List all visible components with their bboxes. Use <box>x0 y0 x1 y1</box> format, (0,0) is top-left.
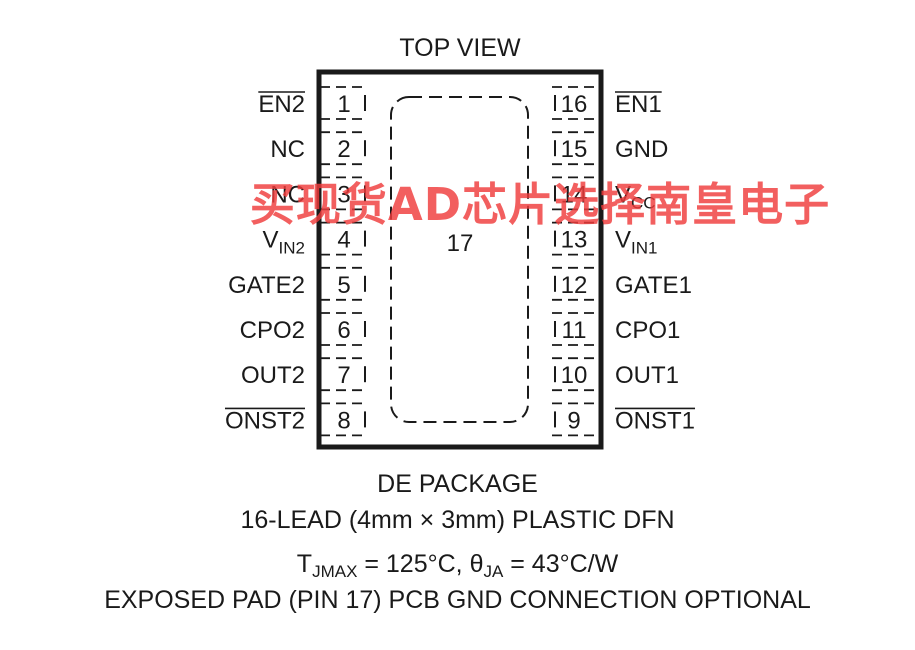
pin-number: 5 <box>337 272 350 299</box>
pin-number: 11 <box>562 317 587 344</box>
pin-name-main: NC <box>270 136 305 163</box>
pin-name: GND <box>615 136 668 163</box>
pin-number: 7 <box>337 362 350 389</box>
pin-name-main: ONST2 <box>225 407 305 434</box>
pin-name-subscript: CC <box>631 193 656 212</box>
pin-12: 12 GATE1 <box>552 266 692 301</box>
pin-name-main: OUT2 <box>241 362 305 389</box>
pin-name: GATE2 <box>228 272 305 299</box>
pin-2: 2 NC <box>270 131 368 166</box>
pin-name-main: EN2 <box>258 91 305 118</box>
thermal-spec: TJMAX = 125°C, θJA = 43°C/W <box>0 550 915 582</box>
pin-11: 11 CPO1 <box>552 312 680 346</box>
pin-number: 8 <box>337 407 350 434</box>
pin-number: 4 <box>337 227 350 254</box>
pin-name: EN1 <box>615 91 662 118</box>
pin-number: 14 <box>561 181 588 208</box>
pin-number: 6 <box>337 317 350 344</box>
exposed-pad-label: 17 <box>447 230 474 257</box>
pin-name: OUT2 <box>241 362 305 389</box>
tjmax-subscript: JMAX <box>312 562 358 581</box>
pin-14: 14 VCC <box>552 176 656 212</box>
pin-5: 5 GATE2 <box>228 266 368 301</box>
pin-name-main: CPO2 <box>240 317 305 344</box>
exposed-pad-outline <box>390 96 529 423</box>
pin-name-main: V <box>263 227 279 254</box>
theta-subscript: JA <box>483 562 504 581</box>
theta-value: = 43°C/W <box>503 550 619 578</box>
pin-4: 4 VIN2 <box>263 221 368 258</box>
pin-name: ONST1 <box>615 407 695 434</box>
pin-name-main: CPO1 <box>615 317 680 344</box>
pin-name: NC <box>270 181 305 208</box>
pin-name-main: V <box>615 181 631 208</box>
watermark-text: 买现货AD芯片选择南皇电子 <box>249 178 831 231</box>
pin-13: 13 VIN1 <box>552 221 657 258</box>
pin-name: GATE1 <box>615 272 692 299</box>
pin-number: 10 <box>561 362 588 389</box>
tjmax-symbol: T <box>296 550 313 578</box>
pin-15: 15 GND <box>552 131 668 166</box>
pin-number: 15 <box>561 136 588 163</box>
pin-number: 16 <box>561 91 588 118</box>
pin-name: EN2 <box>258 91 305 118</box>
pin-name: NC <box>270 136 305 163</box>
pin-number: 2 <box>337 136 350 163</box>
pin-number: 3 <box>337 181 350 208</box>
pin-name: VIN2 <box>263 227 305 258</box>
pin-name-main: V <box>615 227 631 254</box>
pin-name-main: NC <box>270 181 305 208</box>
pin-number: 13 <box>561 227 588 254</box>
pin-number: 9 <box>567 407 580 434</box>
pin-3: 3 NC <box>270 176 368 211</box>
pin-number: 12 <box>561 272 588 299</box>
pin-name-main: EN1 <box>615 91 662 118</box>
pin-name-main: GND <box>615 136 668 163</box>
top-view-title: TOP VIEW <box>399 34 521 62</box>
pin-name: VIN1 <box>615 227 657 258</box>
pin-name-main: GATE2 <box>228 272 305 299</box>
pin-name-main: ONST1 <box>615 407 695 434</box>
pin-name: ONST2 <box>225 407 305 434</box>
package-name: DE PACKAGE <box>377 470 538 498</box>
pin-16: 16 EN1 <box>552 86 662 120</box>
pin-7: 7 OUT2 <box>241 357 368 392</box>
pin-8: 8 ONST2 <box>224 402 368 437</box>
pin-6: 6 CPO2 <box>240 312 368 346</box>
pin-name: CPO2 <box>240 317 305 344</box>
pin-9: 9 ONST1 <box>552 402 696 437</box>
theta-symbol: θ <box>469 550 484 578</box>
pinout-diagram: TOP VIEW 17 1EN22NC3NC4VIN25GATE26CPO27O… <box>224 34 696 450</box>
pin-10: 10 OUT1 <box>552 357 679 392</box>
pin-name: VCC <box>615 181 656 212</box>
tjmax-value: = 125°C, <box>357 550 470 578</box>
pin-number: 1 <box>337 91 350 118</box>
pin-name: CPO1 <box>615 317 680 344</box>
pin-name: OUT1 <box>615 362 679 389</box>
package-body <box>316 69 604 450</box>
pin-name-main: GATE1 <box>615 272 692 299</box>
pin-name-main: OUT1 <box>615 362 679 389</box>
pin-name-subscript: IN2 <box>279 239 305 258</box>
pin-name-subscript: IN1 <box>631 239 657 258</box>
pin-1: 1 EN2 <box>258 86 368 120</box>
exposed-pad-note: EXPOSED PAD (PIN 17) PCB GND CONNECTION … <box>104 586 811 614</box>
lead-description: 16-LEAD (4mm × 3mm) PLASTIC DFN <box>240 506 675 534</box>
